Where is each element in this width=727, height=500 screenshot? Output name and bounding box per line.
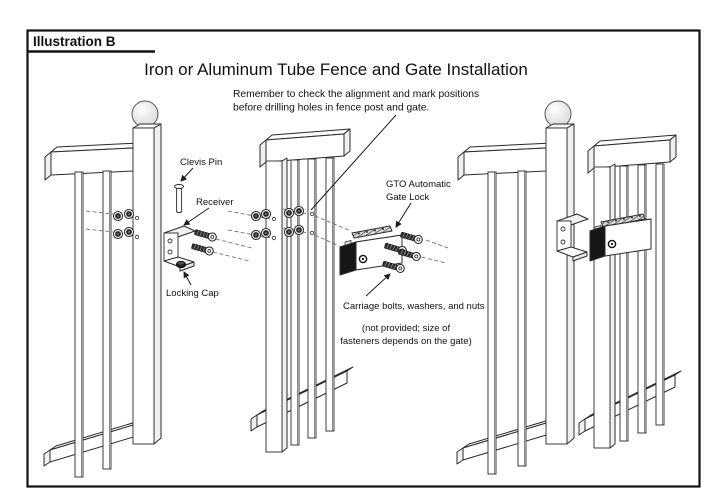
clevis-pin: [174, 184, 184, 213]
nut-washer: [250, 210, 262, 222]
nut-washer: [260, 208, 272, 220]
ball-finial: [131, 100, 159, 128]
gate-post: [545, 127, 568, 445]
fence-post: [593, 166, 611, 449]
picket: [487, 171, 497, 475]
nut-washer: [112, 228, 124, 240]
note-leader-line: [310, 114, 397, 211]
nut-washer: [250, 229, 262, 241]
clevis-pin-label: Clevis Pin: [180, 157, 222, 168]
gate-lock: [339, 225, 403, 276]
fastener-note-line1: (not provided; size of: [362, 323, 451, 334]
hardware-assembled: [556, 213, 652, 262]
gate-lock-label-line2: Gate Lock: [386, 192, 430, 203]
carriage-bolts-label: Carriage bolts, washers, and nuts: [343, 301, 485, 312]
fastener-note-line2: fasteners depends on the gate): [340, 336, 472, 347]
picket: [290, 159, 300, 446]
ball-finial: [544, 100, 572, 128]
nut-washer: [123, 226, 135, 238]
picket: [102, 170, 112, 470]
carriage-bolt: [399, 230, 424, 245]
nut-washer: [293, 205, 305, 217]
locking-cap-label: Locking Cap: [166, 288, 219, 299]
nut-washer: [283, 226, 295, 238]
nut-washer: [123, 208, 135, 220]
picket: [637, 164, 647, 434]
gate-post: [132, 127, 155, 445]
gate-lock-mounted: [589, 213, 652, 262]
carriage-bolt: [190, 241, 215, 257]
fence-post: [265, 160, 283, 453]
alignment-note-line2: before drilling holes in fence post and …: [233, 103, 429, 114]
hardware-exploded: [112, 184, 424, 276]
nut-washer: [283, 207, 295, 219]
callout-leaders: [180, 114, 412, 297]
nut-washer: [260, 227, 272, 239]
receiver-label: Receiver: [196, 197, 234, 208]
picket: [325, 157, 335, 432]
picket: [74, 171, 84, 478]
picket: [307, 158, 317, 439]
drill-hole: [309, 230, 315, 236]
right-gate-assembled: [456, 100, 575, 475]
receiver-bracket-mounted: [556, 213, 589, 262]
picket: [619, 165, 629, 442]
carriage-bolt: [193, 227, 218, 243]
nut-washer: [293, 224, 305, 236]
locking-cap: [175, 260, 186, 269]
drill-hole: [271, 235, 277, 241]
picket: [517, 170, 527, 467]
illustration-tag: Illustration B: [33, 34, 116, 49]
picket: [655, 163, 665, 426]
center-fence-section-exploded: [250, 128, 354, 453]
left-gate-exploded: [43, 100, 162, 478]
right-fence-section-assembled: [578, 134, 682, 449]
drill-hole: [309, 211, 315, 217]
alignment-dashed-lines: [85, 208, 449, 264]
drill-hole: [271, 216, 277, 222]
gate-lock-label-line1: GTO Automatic: [386, 179, 451, 190]
alignment-note-line1: Remember to check the alignment and mark…: [233, 89, 479, 100]
nut-washer: [112, 210, 124, 222]
figure-border: [26, 29, 701, 488]
figure-title: Iron or Aluminum Tube Fence and Gate Ins…: [144, 60, 528, 79]
